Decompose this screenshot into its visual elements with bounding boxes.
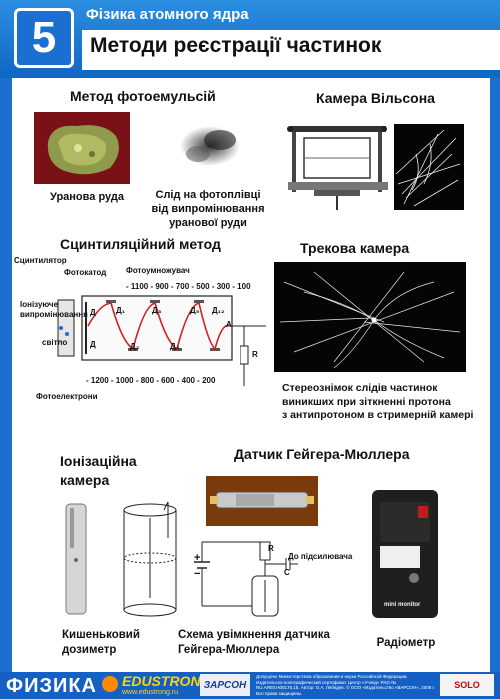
track-chamber-image [274,262,466,372]
geiger-circuit-diagram [194,541,298,617]
radiation-label: Іонізуюче випромінювання [20,300,88,319]
uranium-ore-image [34,112,130,184]
wilson-title: Камера Вільсона [316,90,435,106]
ore-caption: Уранова руда [50,191,124,203]
frame-left [0,78,12,678]
geiger-caption: Схема увімкнення датчика Гейгера-Мюллера [178,629,330,656]
dynode-d2-label: Д₂ [130,342,140,351]
lesson-number: 5 [14,8,74,68]
dynode-d5-label: Д₅ [190,306,200,315]
trace-caption: Слід на фотоплівці від випромінювання ур… [151,189,265,229]
radiometer-device [372,490,438,618]
track-caption: Стереознімок слідів частинок виникших пр… [282,382,474,421]
photocathode-label: Фотокатод [64,268,107,277]
dynode-d4-label: Д₄ [170,342,180,351]
section-title: Фізика атомного ядра [86,6,249,23]
resistor-r-label: R [252,350,258,359]
title-strip [82,30,500,70]
geiger-r-label: R [268,544,274,553]
plus-label: + [194,552,201,564]
dynode-d3-label: Д₃ [152,306,162,315]
footer-bar [0,672,500,699]
geiger-c-label: C [284,568,290,577]
top-voltages: - 1100 - 900 - 700 - 500 - 300 - 100 [126,282,251,291]
publisher-badge: ЗАРСОН [200,674,250,696]
frame-right [490,78,500,678]
wilson-tracks-image [394,124,464,210]
track-title: Трекова камера [300,240,410,256]
photoelectrons-label: Фотоелектрони [36,392,98,401]
page-title: Методи реєстрації частинок [90,34,382,57]
minus-label: − [194,568,201,580]
light-label: світло [42,338,68,347]
geiger-title: Датчик Гейгера-Мюллера [234,446,410,462]
wilson-chamber-drawing [287,126,388,210]
load-resistor [240,326,249,386]
radiometer-caption: Радіометр [376,637,436,649]
ionization-title: Іонізаційна камера [60,453,137,488]
photoemulsion-title: Метод фотоемульсій [70,88,216,104]
dynode-d-lower-label: Д [90,340,96,349]
footer-brand: ФИЗИКА [6,675,97,697]
pocket-dosimeter-drawing [65,501,177,617]
footer-right-logo: SOLO [440,674,494,696]
scintillator-label: Сцинтилятор [14,256,67,265]
bottom-voltages: - 1200 - 1000 - 800 - 600 - 400 - 200 [86,376,216,385]
footer-url: www.edustrong.ru [122,689,179,696]
film-trace-image [180,126,240,166]
dynode-d12-label: Д₁₂ [212,306,225,315]
footer-edustrong: EDUSTRONG [122,673,212,689]
scintillation-diagram [57,295,266,361]
scintillation-title: Сцинтиляційний метод [60,236,221,252]
pmt-label: Фотоумножувач [126,266,190,275]
edustrong-logo-icon [102,676,118,692]
anode-label: A [226,320,232,329]
to-amplifier-label: До підсилювача [288,552,353,561]
dynode-d1-label: Д₁ [116,306,126,315]
dosimeter-caption: Кишеньковий дозиметр [62,629,140,656]
geiger-tube-photo [206,476,318,526]
dynode-d-label: Д [90,308,96,317]
footer-fine-print: Допущено Министерством образования и нау… [256,674,435,696]
device-label: mini monitor [384,602,421,608]
